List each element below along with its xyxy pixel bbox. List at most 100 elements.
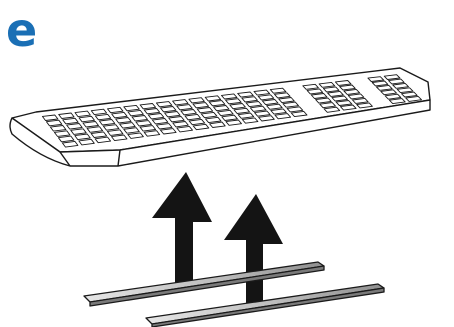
keyboard-key (323, 106, 341, 113)
keyboard-key (371, 80, 389, 87)
keyboard-key (269, 87, 287, 94)
keyboard-key (57, 135, 75, 143)
keyboard-key (188, 97, 205, 104)
keyboard-key (102, 124, 120, 131)
keyboard-key (192, 102, 210, 109)
keyboard-key (139, 125, 157, 132)
lift-arrows (152, 172, 283, 306)
support-strip (83, 261, 325, 303)
keyboard-key (229, 103, 246, 110)
keyboard-key (41, 114, 59, 121)
keyboard-key (151, 118, 169, 125)
keyboard-key (98, 119, 116, 126)
keyboard-key (266, 103, 283, 110)
keyboard-key (168, 116, 185, 123)
keyboard-key (241, 117, 259, 124)
keyboard-key (192, 123, 210, 131)
keyboard-key (315, 97, 332, 104)
keyboard-key (322, 86, 340, 93)
keyboard-key (257, 94, 275, 101)
keyboard-key (306, 88, 324, 95)
keyboard-key (339, 104, 357, 111)
keyboard-key (115, 117, 132, 124)
keyboard-key (286, 106, 304, 113)
keyboard-key (82, 121, 99, 128)
keyboard-key (319, 102, 336, 109)
keyboard-key (164, 111, 181, 118)
keyboard-key (384, 93, 402, 100)
keyboard-key (290, 110, 308, 118)
keyboard-key (74, 110, 91, 118)
keyboard-key (53, 130, 71, 137)
keyboard-key (237, 112, 255, 119)
keyboard-key (123, 104, 140, 112)
keyboard-key (188, 118, 206, 126)
keyboard-key (261, 99, 279, 106)
keyboard-key (70, 128, 87, 135)
keyboard-key (184, 113, 201, 121)
keyboard-key (155, 101, 173, 108)
step-letter: e (6, 3, 38, 57)
keyboard-key (241, 96, 258, 103)
keyboard-key (225, 119, 242, 126)
keyboard-key (66, 123, 83, 130)
support-strips (83, 261, 385, 327)
keyboard-key (200, 111, 218, 119)
keyboard-key (147, 113, 165, 120)
keyboard-key (274, 113, 292, 120)
keyboard-key (45, 119, 63, 127)
keyboard-key (107, 106, 124, 114)
keyboard-key (352, 97, 369, 104)
keyboard-key (245, 101, 263, 108)
keyboard-key (376, 84, 393, 91)
keyboard-key (204, 95, 222, 102)
keyboard-key (380, 89, 397, 96)
keyboard-key (254, 110, 271, 117)
keyboard-key (221, 114, 238, 121)
keyboard-key (253, 89, 271, 96)
keyboard-key (209, 121, 226, 128)
keyboard-key (405, 95, 422, 102)
keyboard-key (388, 78, 405, 85)
keyboard-key (331, 95, 348, 102)
keyboard-front-face (9, 99, 431, 167)
keyboard-key (383, 74, 401, 80)
keyboard-key (58, 112, 75, 119)
keyboard-key (392, 82, 409, 89)
keyboard-key (160, 106, 177, 113)
keyboard-key (94, 113, 112, 121)
keyboard-key (127, 109, 144, 117)
keyboard-key (318, 81, 336, 88)
keyboard-key (62, 117, 79, 125)
keyboard-key (401, 91, 418, 98)
keyboard-key (278, 97, 295, 104)
keyboard-key (233, 107, 250, 114)
keyboard-key (205, 116, 222, 124)
keyboard-key (111, 134, 128, 142)
keyboard-key (74, 133, 91, 141)
keyboard-key (367, 76, 385, 82)
keyboard-key (90, 108, 108, 116)
keyboard-key (334, 80, 352, 86)
keyboard-key (274, 92, 291, 99)
keyboard-key (86, 126, 104, 133)
keyboard-key (131, 115, 148, 122)
keyboard-key (343, 88, 361, 95)
keyboard-key (396, 87, 414, 94)
keyboard-key (347, 93, 365, 100)
keyboard-key (302, 83, 319, 90)
keyboard-key (176, 125, 193, 133)
keyboard-key (119, 122, 136, 129)
keyboard-key (78, 138, 95, 146)
keyboard-key (111, 111, 128, 119)
keyboard-key (310, 93, 328, 99)
keyboard-key (106, 129, 124, 136)
up-arrow-icon (152, 172, 212, 283)
keyboard-key (225, 98, 242, 105)
keyboard-key (160, 128, 177, 135)
keyboard-key (258, 115, 275, 122)
keyboard-keys (41, 74, 422, 148)
keyboard-illustration (9, 67, 431, 167)
keyboard-key (78, 115, 95, 123)
keyboard-key (49, 125, 67, 132)
